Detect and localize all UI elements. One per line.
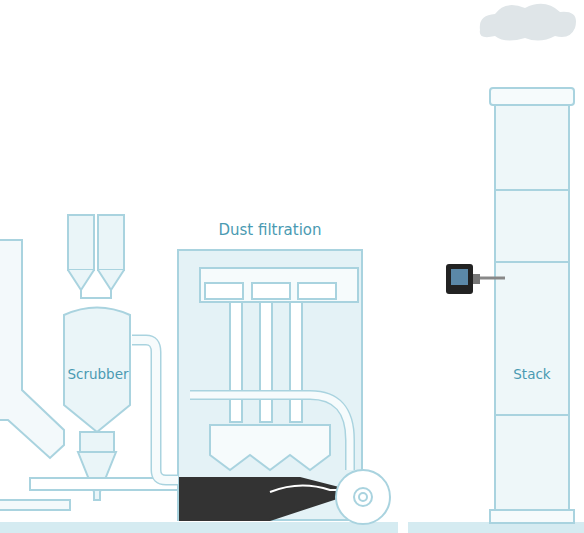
node-label: Stack bbox=[495, 360, 569, 388]
node-label: Scrubber bbox=[62, 360, 134, 388]
duct-stroke bbox=[132, 340, 178, 480]
node-label: Dust filtration bbox=[178, 221, 362, 239]
duct-stroke bbox=[132, 340, 178, 480]
scrubber-vessel: Scrubber bbox=[62, 360, 134, 388]
stack: Stack bbox=[495, 360, 569, 388]
filter-housing: Dust filtration bbox=[178, 250, 362, 520]
duct-pipe bbox=[132, 340, 178, 480]
